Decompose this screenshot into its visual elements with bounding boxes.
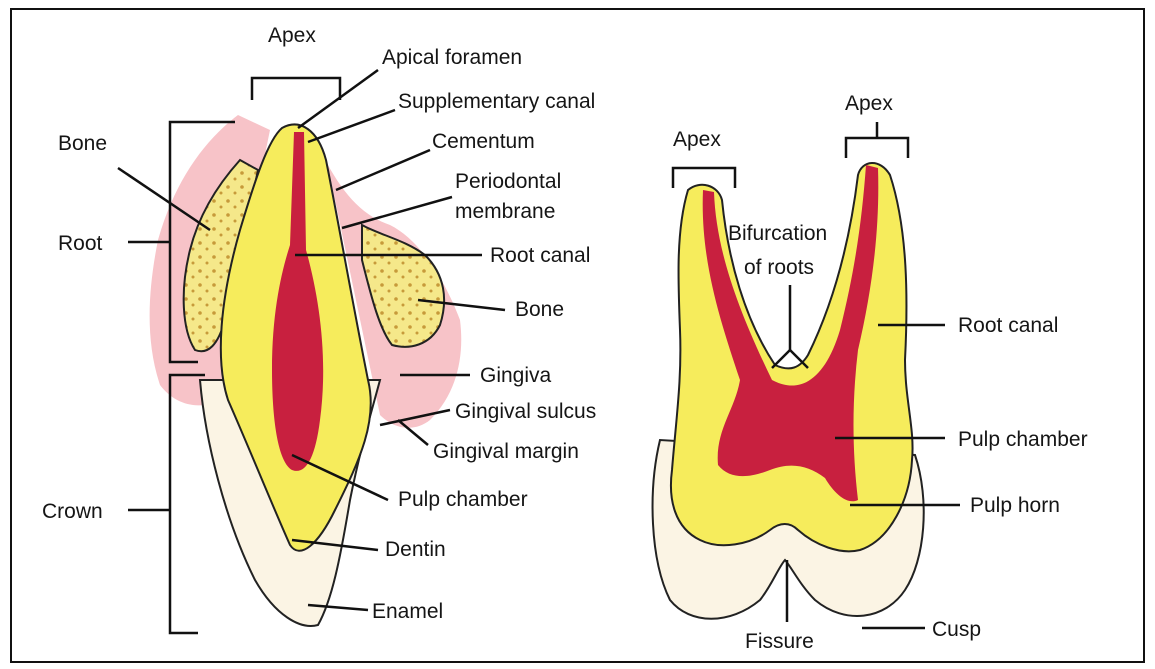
label-cementum: Cementum	[432, 130, 535, 153]
label-bifurcation: Bifurcation	[728, 222, 827, 245]
crown-bracket	[170, 375, 205, 633]
label-bone-right: Bone	[515, 298, 564, 321]
label-apical-foramen: Apical foramen	[382, 46, 522, 69]
label-root-canal: Root canal	[490, 244, 590, 267]
label-of-roots: of roots	[744, 256, 814, 279]
label-apex: Apex	[268, 24, 316, 47]
apex-bracket	[252, 78, 340, 100]
leader-supplementary-canal	[308, 110, 395, 142]
label-molar-pulp-chamber: Pulp chamber	[958, 428, 1088, 451]
label-dentin: Dentin	[385, 538, 446, 561]
label-pulp-horn: Pulp horn	[970, 494, 1060, 517]
label-fissure: Fissure	[745, 630, 814, 653]
label-apex-left: Apex	[673, 128, 721, 151]
label-supplementary-canal: Supplementary canal	[398, 90, 595, 113]
label-periodontal: Periodontal	[455, 170, 561, 193]
label-gingiva: Gingiva	[480, 364, 552, 387]
label-bone-left: Bone	[58, 132, 107, 155]
label-enamel: Enamel	[372, 600, 443, 623]
leader-cementum	[336, 150, 430, 190]
label-crown: Crown	[42, 500, 103, 523]
label-root: Root	[58, 232, 103, 255]
label-membrane: membrane	[455, 200, 555, 223]
label-molar-root-canal: Root canal	[958, 314, 1058, 337]
label-pulp-chamber: Pulp chamber	[398, 488, 528, 511]
label-apex-right: Apex	[845, 92, 893, 115]
label-gingival-margin: Gingival margin	[433, 440, 579, 463]
apex-right-bracket	[846, 138, 908, 158]
bifurcation-fork-left	[772, 350, 790, 368]
label-cusp: Cusp	[932, 618, 981, 641]
label-gingival-sulcus: Gingival sulcus	[455, 400, 596, 423]
